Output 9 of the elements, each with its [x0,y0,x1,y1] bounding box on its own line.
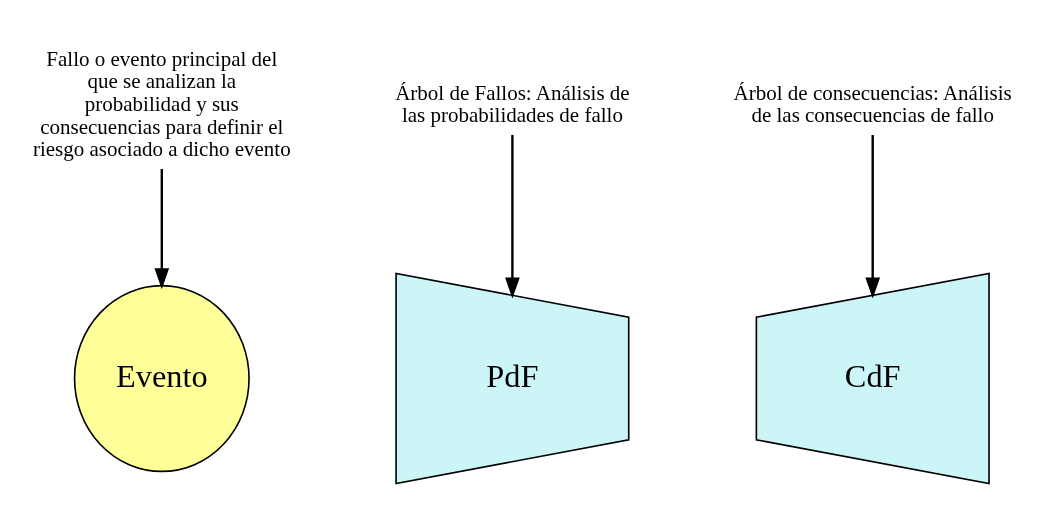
arrow [865,134,881,299]
arrow [505,134,520,299]
arrow [154,169,170,290]
node-box: PdF [395,272,630,485]
node-text: Árbol de consecuencias: Análisis de las consecuencias de fallo [733,80,1012,128]
node-text: Árbol de Fallos: Análisis de las probabilidades de fallo [395,80,630,128]
node-text: Fallo o evento principal del que se analizan la probabilidad y sus consecuencias para definir el riesgo asociado a dicho evento [32,46,291,162]
node-box: CdF [755,272,990,485]
node-circle: Evento [73,284,250,473]
